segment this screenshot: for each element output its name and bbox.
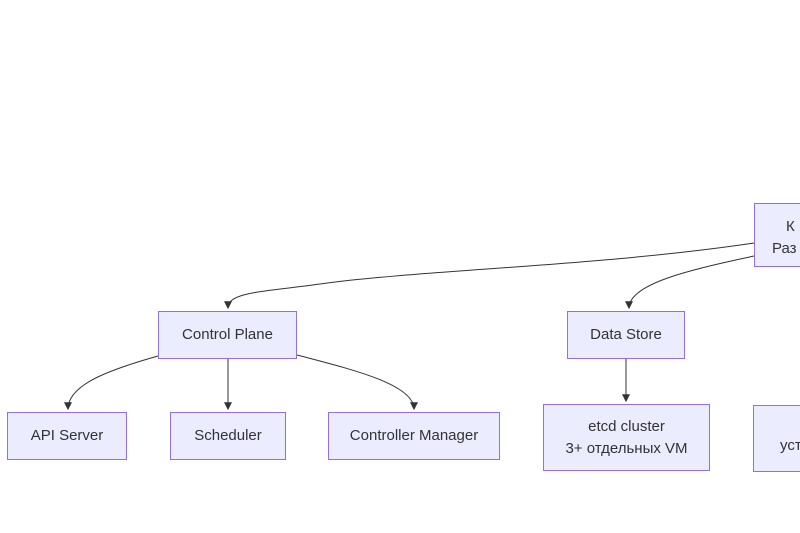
node-api-server: API Server	[7, 412, 127, 460]
edge-control-plane-to-api-server	[64, 355, 159, 411]
edge-control-plane-to-controller-manager	[296, 354, 418, 411]
node-data-store-label: Data Store	[590, 326, 662, 343]
node-api-server-label: API Server	[30, 427, 104, 444]
node-etcd-cluster: etcd cluster 3+ отдельных VM	[543, 404, 710, 471]
node-root-label-line1: К	[786, 218, 795, 235]
node-etcd-label-line1: etcd cluster	[588, 417, 665, 435]
node-control-plane-label: Control Plane	[182, 326, 273, 343]
edge-root-to-data-store	[625, 255, 755, 310]
node-root-clipped: К Раз	[754, 203, 800, 267]
node-root-label-line2: Раз	[772, 240, 797, 257]
node-scheduler-label: Scheduler	[194, 427, 262, 444]
node-controller-manager-label: Controller Manager	[349, 427, 479, 444]
edge-root-to-control-plane	[224, 242, 755, 310]
node-data-store: Data Store	[567, 311, 685, 359]
node-control-plane: Control Plane	[158, 311, 297, 359]
node-worker-clipped: уста	[753, 405, 800, 472]
node-worker-label-fragment: уста	[780, 437, 800, 454]
node-etcd-label-line2: 3+ отдельных VM	[565, 439, 688, 457]
node-scheduler: Scheduler	[170, 412, 286, 460]
node-controller-manager: Controller Manager	[328, 412, 500, 460]
